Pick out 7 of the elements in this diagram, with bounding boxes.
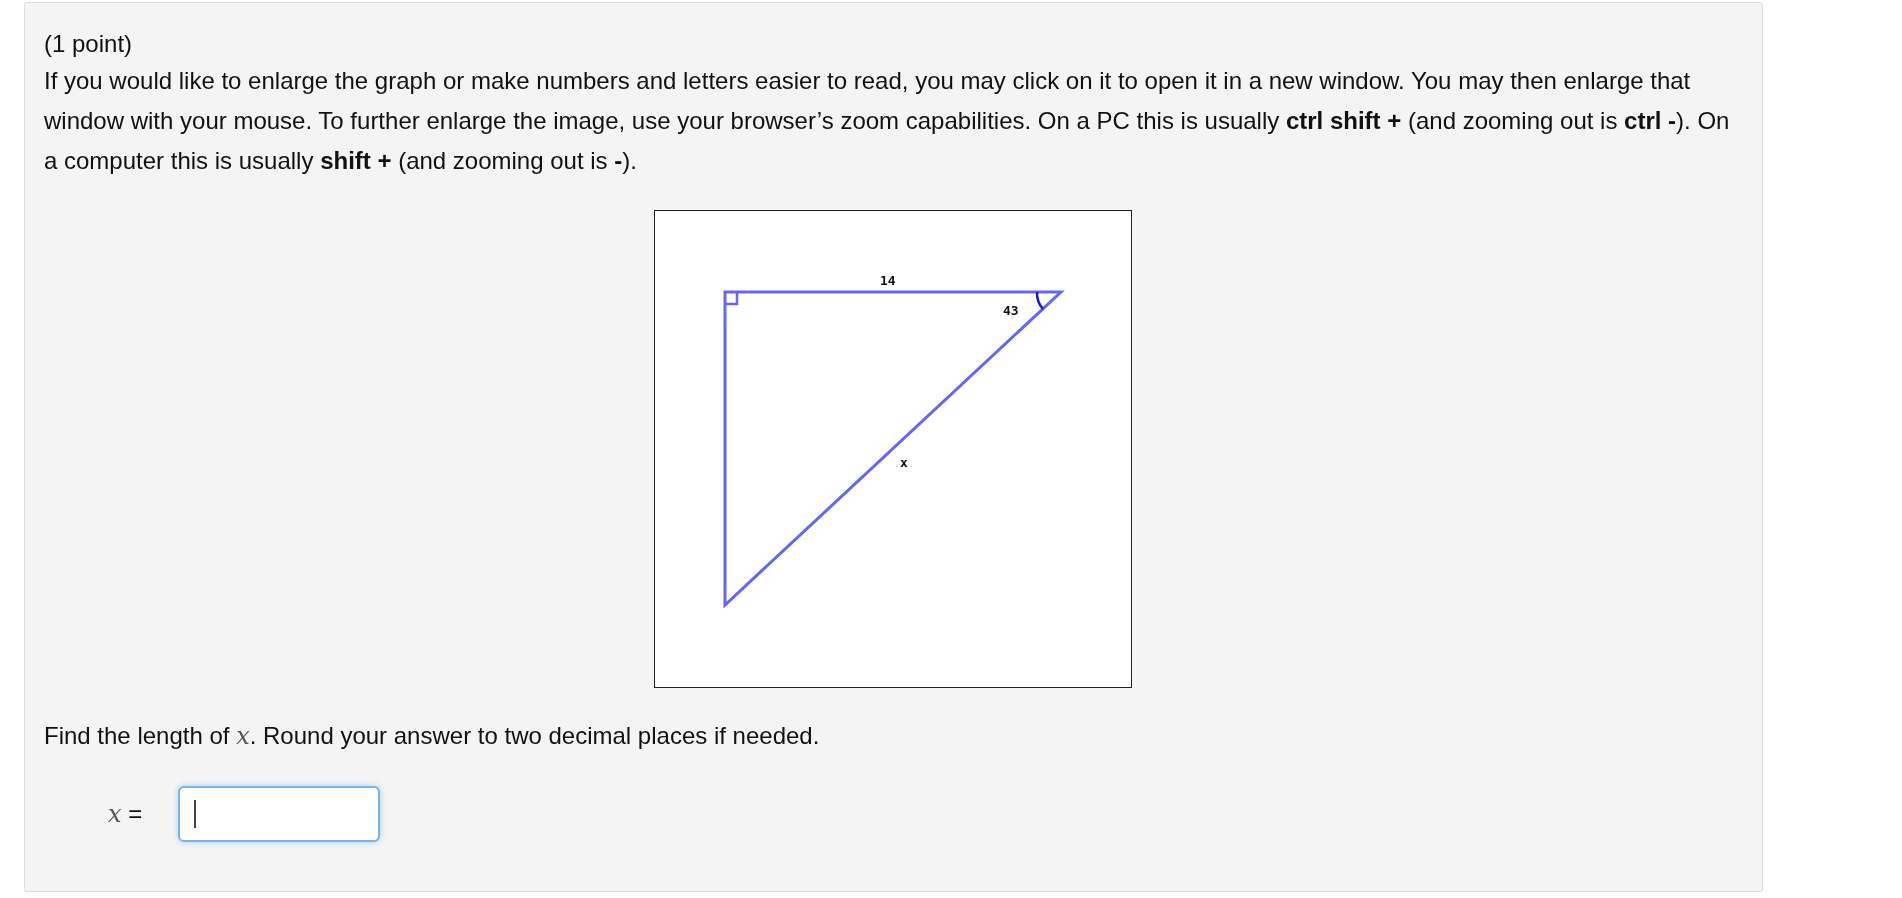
angle-label: 43 xyxy=(1003,304,1019,318)
question-text: Find the length of x. Round your answer to two decimal places if needed. xyxy=(44,721,821,752)
side-length-label: 14 xyxy=(880,274,896,288)
hypotenuse-label: x xyxy=(900,456,908,470)
points-note: (1 point) xyxy=(44,29,134,59)
instructions-text: If you would like to enlarge the graph or make numbers and letters easier to read, you may click on it to open it in a new window. You may then enlarge that window with your mouse. To further enlarge the image, use your browser’s zoom capabilities. On a PC this is usually ctrl shift + (and zooming out is ctrl -). On a computer this is usually shift + (and zooming out is -). xyxy=(44,66,1731,176)
answer-prompt: x = xyxy=(108,799,143,830)
